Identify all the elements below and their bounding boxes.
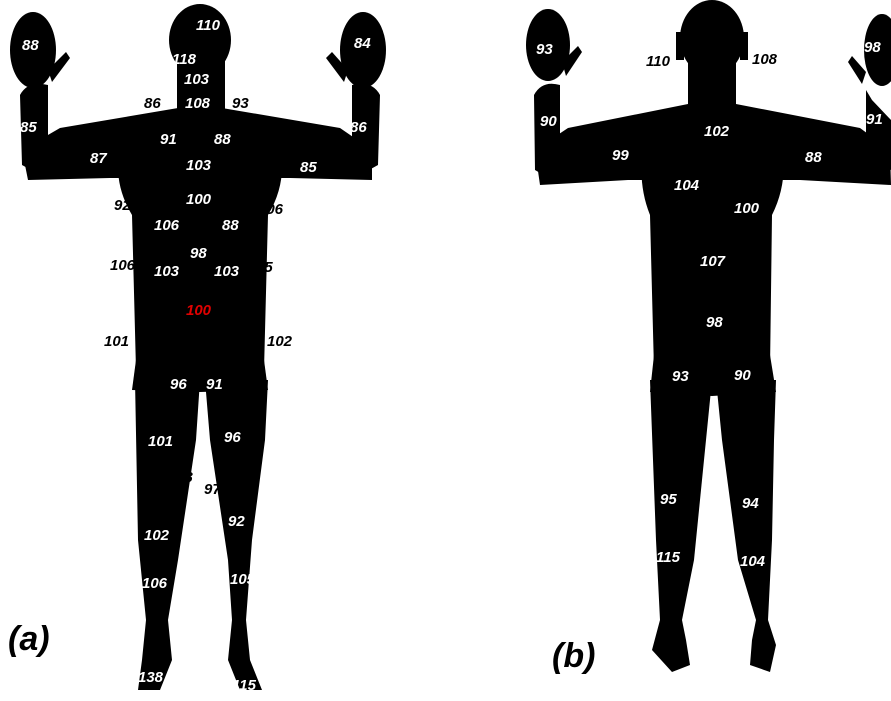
front-value-22: 103 xyxy=(154,263,180,280)
back-value-12: 98 xyxy=(706,314,723,331)
front-value-6: 86 xyxy=(144,95,161,112)
front-value-12: 87 xyxy=(90,150,107,167)
front-value-37: 105 xyxy=(230,571,256,588)
back-value-2: 110 xyxy=(646,53,671,70)
front-value-21: 106 xyxy=(110,257,136,274)
front-value-28: 96 xyxy=(170,376,187,393)
front-value-36: 106 xyxy=(142,575,168,592)
front-value-29: 91 xyxy=(206,376,223,393)
front-value-20: 98 xyxy=(190,245,207,262)
back-value-4: 90 xyxy=(540,113,557,130)
back-value-0: 93 xyxy=(536,41,553,58)
back-value-5: 91 xyxy=(866,111,883,128)
front-value-30: 101 xyxy=(148,433,173,450)
front-value-3: 118 xyxy=(172,51,197,68)
front-value-39: 115 xyxy=(232,677,257,694)
front-value-23: 103 xyxy=(214,263,240,280)
front-value-26: 101 xyxy=(104,333,129,350)
back-value-3: 108 xyxy=(752,51,778,68)
front-value-35: 102 xyxy=(144,527,170,544)
front-value-11: 88 xyxy=(214,131,231,148)
right-thumb-b xyxy=(848,56,866,84)
front-value-13: 85 xyxy=(300,159,317,176)
back-value-6: 102 xyxy=(704,123,730,140)
back-value-14: 90 xyxy=(734,367,751,384)
front-value-24: 95 xyxy=(256,259,273,276)
front-value-0: 110 xyxy=(196,17,221,34)
front-value-33: 97 xyxy=(204,481,221,498)
front-value-34: 92 xyxy=(228,513,245,530)
front-value-19: 88 xyxy=(222,217,239,234)
shoulders-b xyxy=(535,104,891,185)
front-value-10: 91 xyxy=(160,131,177,148)
back-value-1: 98 xyxy=(864,39,881,56)
front-value-25: 100 xyxy=(186,302,212,319)
front-value-27: 102 xyxy=(267,333,293,350)
front-value-17: 106 xyxy=(258,201,284,218)
panel-b-label: (b) xyxy=(552,637,595,675)
front-value-9: 86 xyxy=(350,119,367,136)
back-value-9: 104 xyxy=(674,177,700,194)
left-leg-b xyxy=(650,380,712,672)
front-value-32: 98 xyxy=(176,469,193,486)
ear-left-b xyxy=(676,32,684,60)
neck-b xyxy=(688,60,736,110)
back-silhouette xyxy=(526,0,891,672)
front-value-15: 92 xyxy=(114,197,131,214)
front-value-5: 108 xyxy=(185,95,211,112)
panel-a-label: (a) xyxy=(8,620,50,658)
back-value-13: 93 xyxy=(672,368,689,385)
back-value-16: 94 xyxy=(742,495,759,512)
back-value-10: 100 xyxy=(734,200,760,217)
back-value-7: 99 xyxy=(612,147,629,164)
back-value-8: 88 xyxy=(805,149,822,166)
front-value-38: 138 xyxy=(138,669,164,686)
front-value-14: 103 xyxy=(186,157,212,174)
front-value-1: 88 xyxy=(22,37,39,54)
right-leg-a xyxy=(205,380,268,690)
front-value-18: 106 xyxy=(154,217,180,234)
front-value-8: 85 xyxy=(20,119,37,136)
front-value-4: 103 xyxy=(184,71,210,88)
back-value-11: 107 xyxy=(700,253,726,270)
ear-right-b xyxy=(740,32,748,60)
front-value-31: 96 xyxy=(224,429,241,446)
back-value-15: 95 xyxy=(660,491,677,508)
front-value-16: 100 xyxy=(186,191,212,208)
front-value-7: 93 xyxy=(232,95,249,112)
right-leg-b xyxy=(716,380,776,672)
front-value-2: 84 xyxy=(354,35,371,52)
back-value-18: 104 xyxy=(740,553,766,570)
back-value-17: 115 xyxy=(656,549,681,566)
